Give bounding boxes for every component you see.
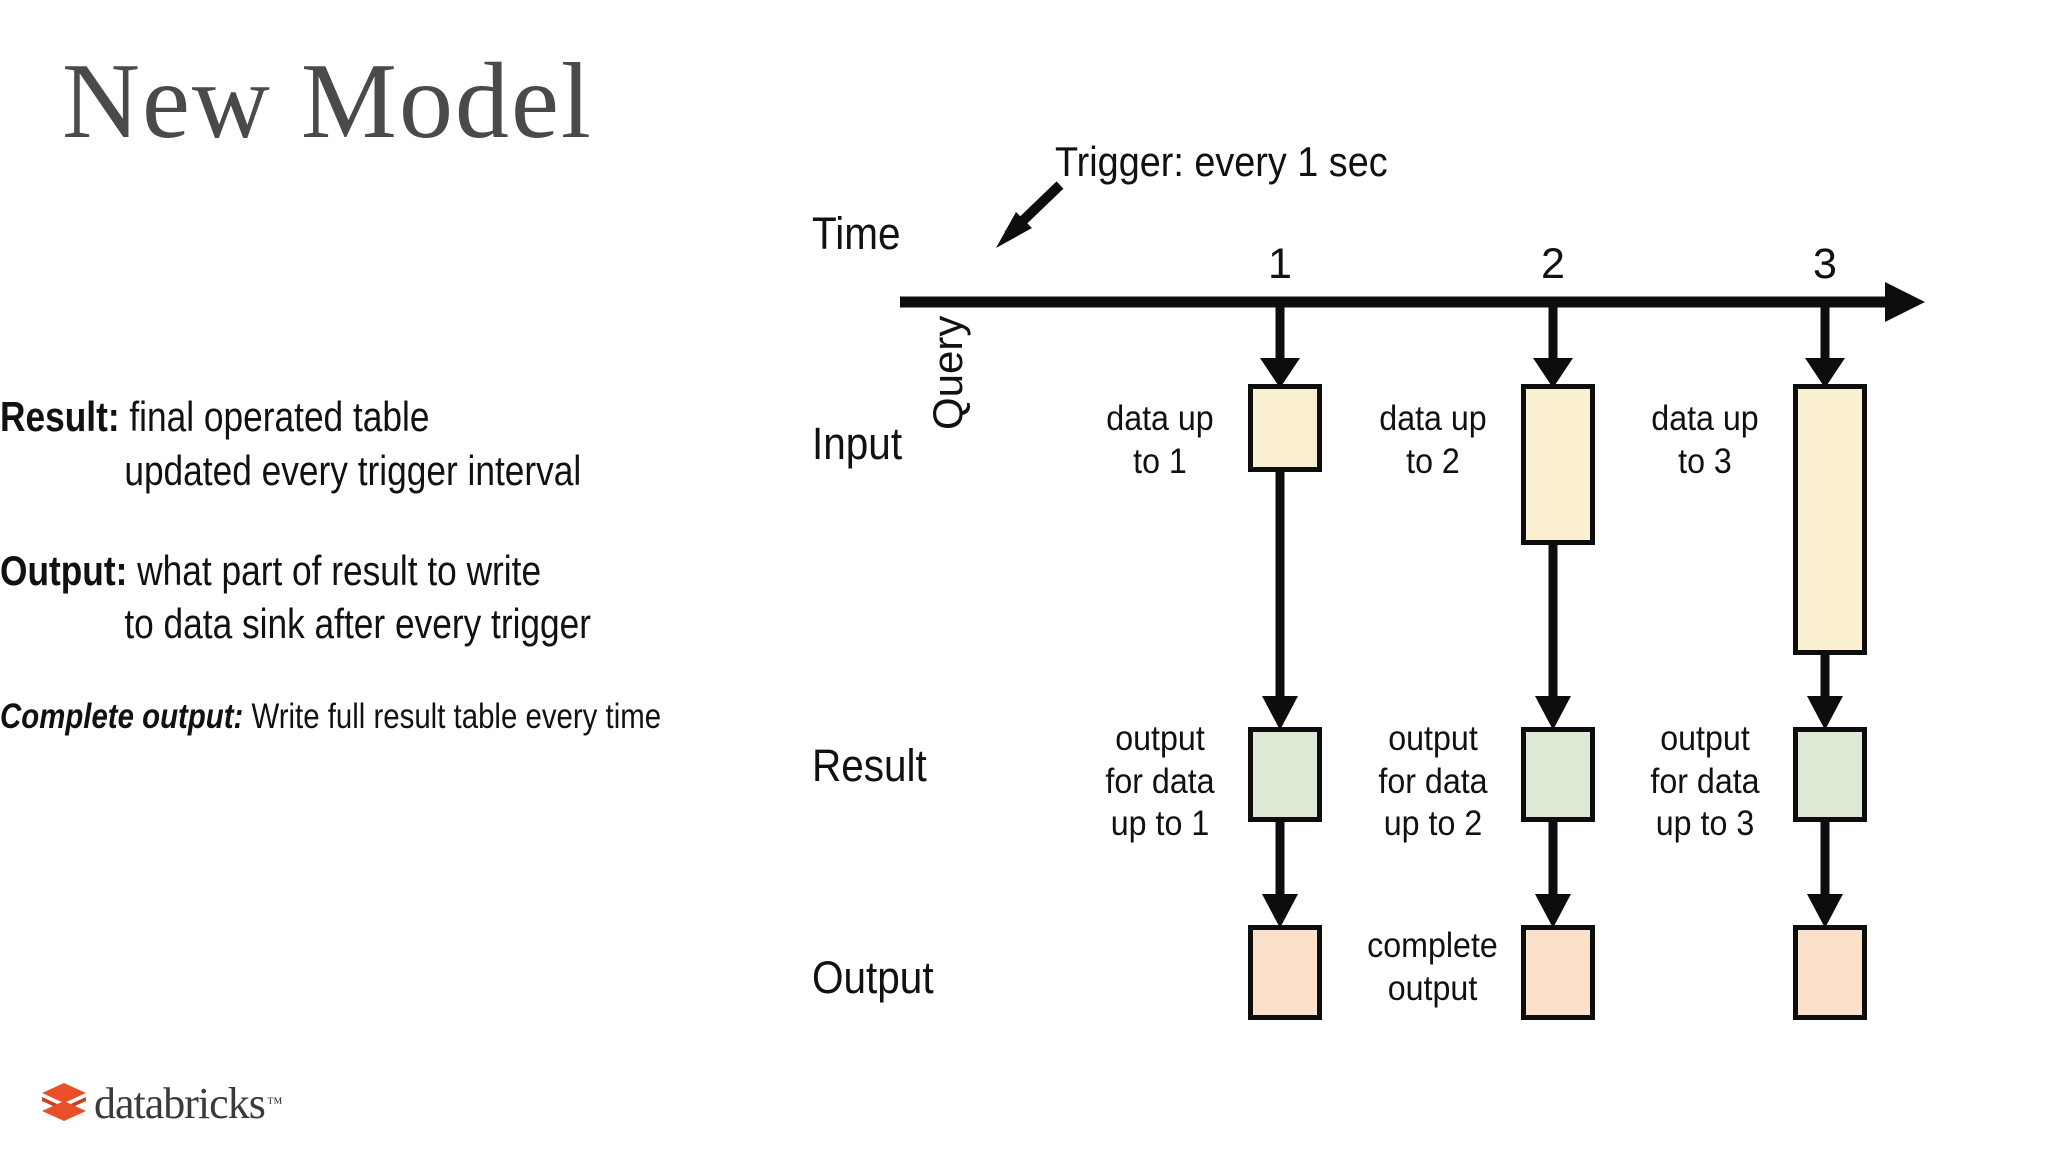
trademark-symbol: ™ [266,1095,283,1112]
input-caption-1: data up to 1 [1106,399,1214,481]
bullet-output: Output: what part of result to write to … [0,544,940,652]
connector-arrowhead-ro-1 [1262,894,1298,928]
row-label-output: Output [812,952,934,1003]
bullet-output-line2: to data sink after every trigger [124,600,592,648]
bullet-column: Result: final operated table updated eve… [0,390,940,737]
bullet-result: Result: final operated table updated eve… [0,390,940,498]
note-lead: Complete output: [0,697,244,736]
complete-output-label: complete output [1367,926,1498,1008]
connector-arrowhead-ir-3 [1807,696,1843,730]
note-text: Write full result table every time [243,697,662,736]
tick-label-3: 3 [1813,240,1837,288]
time-axis-arrowhead [1885,282,1925,322]
streaming-model-diagram: Trigger: every 1 sec Time Input Result O… [812,130,2048,1060]
row-label-input: Input [812,418,903,469]
diagram-vectors [900,181,1925,928]
bullet-result-line1: Result: final operated table [0,390,790,444]
tick-label-1: 1 [1268,240,1292,288]
bullet-output-text1: what part of result to write [127,546,542,594]
databricks-mark-icon [42,1083,86,1121]
result-box-3[interactable] [1793,727,1867,822]
tick-label-2: 2 [1541,240,1565,288]
databricks-wordmark: databricks [94,1079,266,1128]
connector-arrowhead-ro-2 [1535,894,1571,928]
result-caption-3: output for data up to 3 [1650,719,1760,844]
trigger-arrow-shaft [1004,181,1064,239]
bullet-output-line1: Output: what part of result to write [0,544,790,598]
input-box-2[interactable] [1521,384,1595,545]
output-box-3[interactable] [1793,925,1867,1020]
row-label-time: Time [812,208,901,259]
trigger-label: Trigger: every 1 sec [1055,138,1388,185]
trigger-arrow-head [996,212,1032,248]
input-box-1[interactable] [1248,384,1322,472]
row-label-result: Result [812,740,927,791]
databricks-logo: databricks ™ [40,1078,283,1130]
result-box-1[interactable] [1248,727,1322,822]
connector-arrowhead-ro-3 [1807,894,1843,928]
bullet-result-line2: updated every trigger interval [124,446,582,494]
input-box-3[interactable] [1793,384,1867,655]
note-complete-output: Complete output: Write full result table… [0,697,790,737]
result-box-2[interactable] [1521,727,1595,822]
result-caption-1: output for data up to 1 [1105,719,1215,844]
bullet-output-lead: Output: [0,546,128,594]
query-label: Query [924,315,971,430]
output-box-2[interactable] [1521,925,1595,1020]
connector-arrowhead-ir-1 [1262,696,1298,730]
connector-arrowhead-ir-2 [1535,696,1571,730]
page-title: New Model [62,42,593,161]
output-box-1[interactable] [1248,925,1322,1020]
input-caption-2: data up to 2 [1379,399,1487,481]
input-caption-3: data up to 3 [1651,399,1759,481]
result-caption-2: output for data up to 2 [1378,719,1488,844]
bullet-result-lead: Result: [0,393,120,440]
bullet-result-text1: final operated table [119,393,430,440]
